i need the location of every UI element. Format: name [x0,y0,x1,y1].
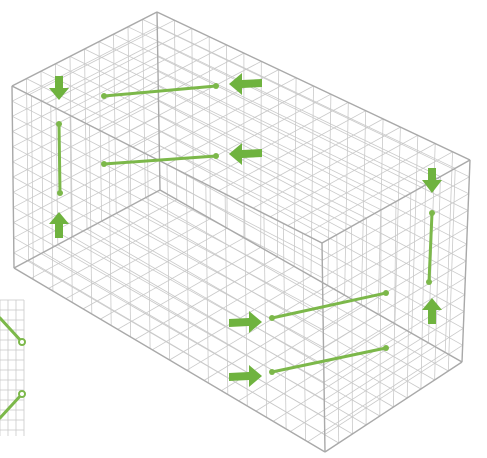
wire-knot [383,290,389,296]
wire-knot [57,190,63,196]
right-end-panel-line [159,101,467,261]
bottom-panel-line [170,276,312,360]
inset-knot [19,339,25,345]
basket-edge [160,190,462,362]
inset-wire-lower [0,394,22,418]
inset-detail [0,300,25,436]
right-end-panel-line [157,27,469,177]
right-end-panel-line [158,86,466,244]
bottom-panel-line [49,209,194,288]
wire-knot [213,83,219,89]
bottom-panel-line [66,219,211,299]
right-end-panel-line [160,175,463,345]
arrow-down-icon [49,76,69,100]
bracing-wire-left-vertical [59,124,60,193]
bottom-panel-line [100,238,244,319]
arrow-left-icon [229,73,262,95]
bottom-panel-line [83,228,227,309]
wire-knot [383,345,389,351]
basket-edge [462,160,470,362]
bracing-wire-front-lower [272,348,386,372]
inset-knot [19,391,25,397]
right-end-panel-line [158,42,469,194]
wire-knot [426,279,432,285]
wire-knot [213,153,219,159]
wire-knot [101,93,107,99]
bracing-wire-right-vertical [429,213,432,282]
wire-knot [101,161,107,167]
bottom-panel-line [256,324,395,411]
top-panel-line [253,127,400,208]
top-panel-line [236,119,383,199]
wire-knot [269,369,275,375]
right-end-panel-line [159,146,464,312]
basket-edge [12,86,14,268]
wire-knot [56,121,62,127]
basket-edge [157,12,160,190]
wire-knot [429,210,435,216]
wire-knot [269,315,275,321]
top-panel-line [81,45,227,121]
top-panel-line [288,144,436,226]
